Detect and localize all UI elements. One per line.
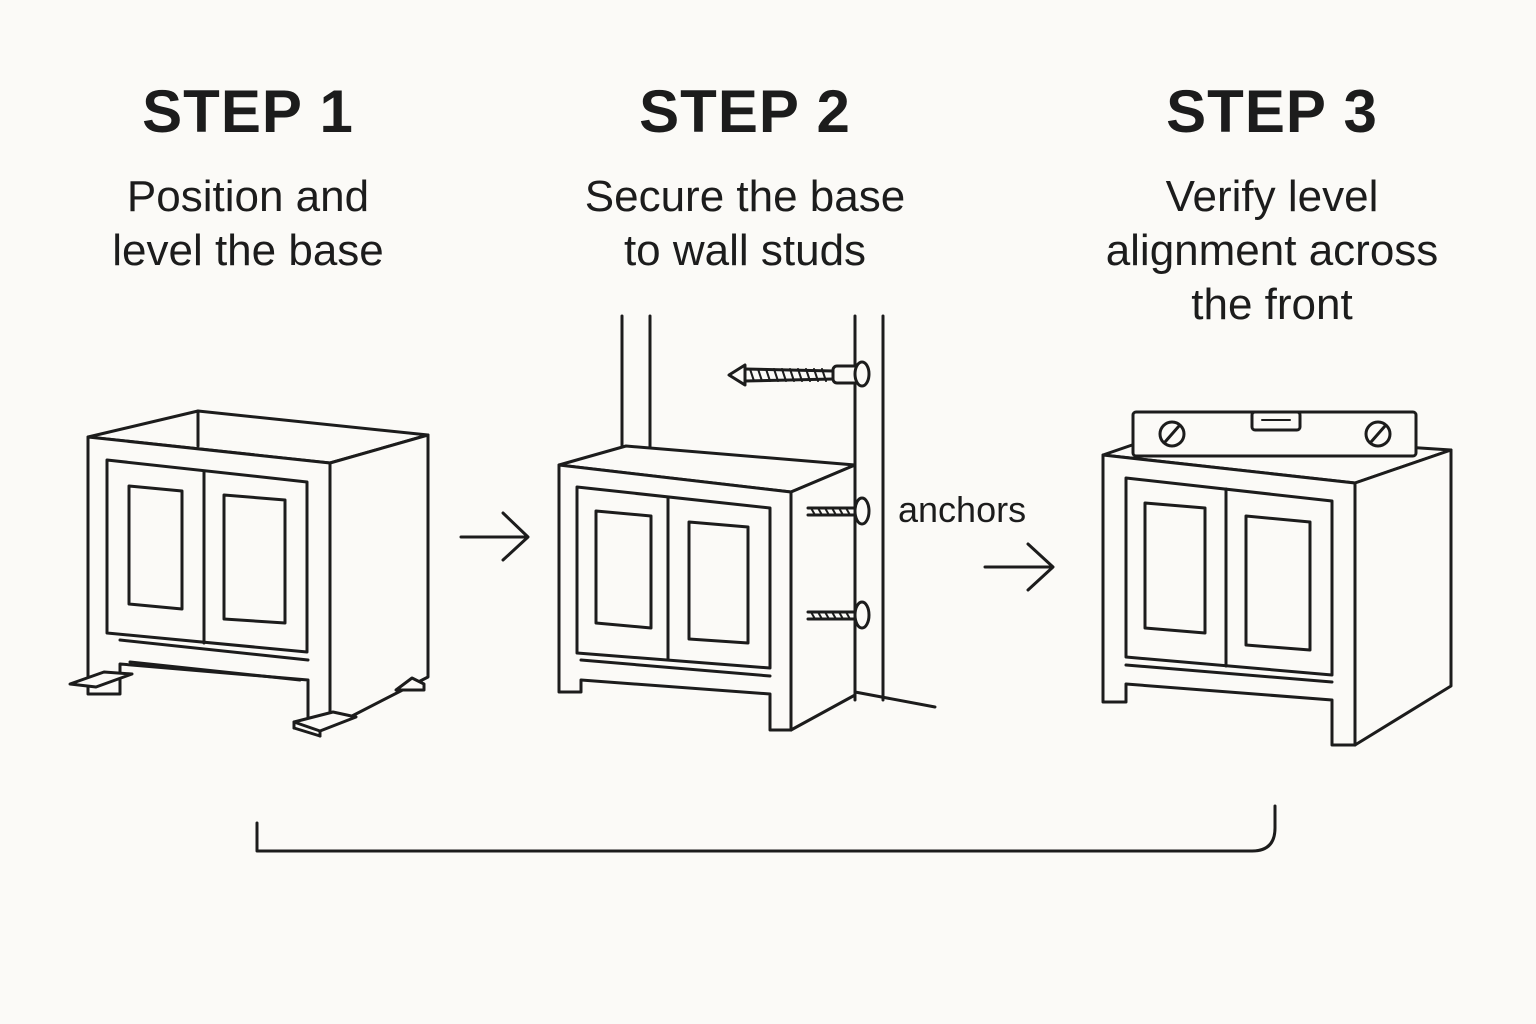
arrow-step-1-to-2: [459, 511, 530, 562]
screw-middle-icon: [806, 496, 871, 526]
step-2-description: Secure the base to wall studs: [584, 172, 906, 275]
step-1-cabinet-illustration: [68, 409, 430, 738]
step-3: STEP 3 Verify level alignment across the…: [1062, 80, 1482, 332]
step-1-description: Position and level the base: [112, 172, 384, 275]
screw-top-icon: [727, 360, 871, 388]
step-2-title: STEP 2: [639, 78, 851, 145]
step-2-cabinet-illustration: [557, 444, 857, 732]
step-1-title: STEP 1: [142, 78, 354, 145]
step-3-title: STEP 3: [1166, 78, 1378, 145]
step-1: STEP 1 Position and level the base: [48, 80, 448, 278]
screw-bottom-icon: [806, 600, 871, 630]
arrow-step-2-to-3: [983, 542, 1055, 592]
spirit-level-icon: [1131, 410, 1418, 458]
step-2: STEP 2 Secure the base to wall studs: [545, 80, 945, 278]
step-3-description: Verify level alignment across the front: [1105, 172, 1439, 329]
anchors-label: anchors: [898, 489, 1026, 530]
step-3-cabinet-illustration: [1101, 430, 1453, 747]
bracket-connector: [255, 804, 1277, 853]
